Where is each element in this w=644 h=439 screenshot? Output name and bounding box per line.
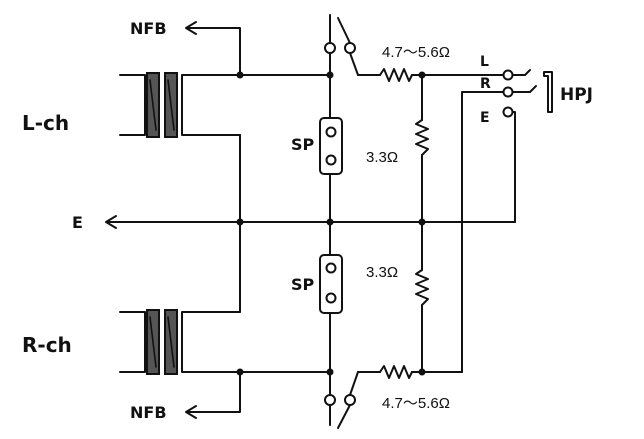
nfb-bottom-label: NFB <box>130 403 167 422</box>
series-resistor-top-value: 4.7～5.6Ω <box>382 44 450 61</box>
jack-r-label: R <box>480 76 491 92</box>
resistor-shunt-bottom <box>415 269 429 306</box>
speaker-terminal-top <box>319 117 343 175</box>
left-channel-label: L-ch <box>22 111 69 135</box>
resistor-series-bottom <box>379 365 413 379</box>
speaker-terminal-bottom <box>319 254 343 314</box>
jack-e-label: E <box>480 110 490 126</box>
sp-bottom-label: SP <box>291 275 315 294</box>
sp-top-label: SP <box>291 135 315 154</box>
wiring <box>105 14 516 426</box>
resistor-series-top <box>379 68 413 82</box>
right-channel-label: R-ch <box>22 333 72 357</box>
jack-l-label: L <box>480 54 489 70</box>
transformer-left-channel <box>119 72 241 138</box>
hpj-label: HPJ <box>560 85 593 105</box>
junction-dots <box>236 71 426 376</box>
shunt-resistor-top-value: 3.3Ω <box>366 149 398 166</box>
nfb-top-label: NFB <box>130 19 167 38</box>
series-resistor-bottom-value: 4.7～5.6Ω <box>382 395 450 412</box>
switch-top <box>324 17 359 76</box>
earth-label: E <box>72 213 83 232</box>
transformer-right-channel <box>119 309 241 375</box>
headphone-jack <box>502 69 553 118</box>
shunt-resistor-bottom-value: 3.3Ω <box>366 264 398 281</box>
switch-bottom <box>324 371 359 429</box>
resistor-shunt-top <box>415 119 429 156</box>
